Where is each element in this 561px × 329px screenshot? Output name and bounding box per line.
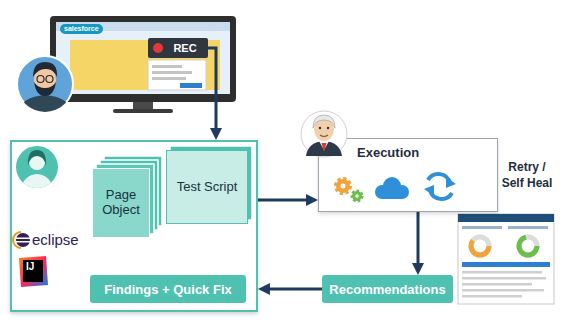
woman-avatar <box>16 146 58 190</box>
flow-arrow <box>258 199 313 202</box>
page-object-page-label: Page Object <box>97 188 145 218</box>
eclipse-logo-part <box>16 238 30 240</box>
man-avatar-part-part <box>17 95 73 114</box>
eclipse-logo <box>13 232 30 248</box>
intellij-logo-part <box>19 256 48 287</box>
man-avatar <box>17 56 73 114</box>
monitor-part <box>133 102 153 110</box>
report-thumbnail-part <box>508 226 548 229</box>
monitor-part <box>113 109 173 113</box>
recommendations-band: Recommendations <box>322 275 453 303</box>
monitor-part <box>56 22 230 94</box>
eclipse-logo-part <box>16 241 30 243</box>
report-thumbnail-part <box>462 262 550 267</box>
execution-icons-part <box>336 179 350 193</box>
jenkins-logo <box>300 110 348 158</box>
execution-title: Execution <box>357 145 419 160</box>
woman-avatar-part <box>21 150 53 190</box>
record-button: REC <box>148 38 208 58</box>
flow-arrow <box>208 48 216 135</box>
report-thumbnail-part <box>462 283 532 286</box>
findings-band-label: Findings + Quick Fix <box>104 282 232 297</box>
monitor-part <box>148 60 206 90</box>
report-thumbnail-part <box>519 237 537 255</box>
execution-icons-part <box>446 177 456 188</box>
test-script-page-label: Test Script <box>177 180 238 195</box>
jenkins-logo-part <box>320 135 328 137</box>
man-avatar-part-part <box>34 82 56 96</box>
report-thumbnail-part <box>462 226 502 229</box>
report-thumbnail-part <box>458 214 554 304</box>
report-thumbnail-part <box>519 237 537 255</box>
execution-icons-part <box>382 191 402 199</box>
jenkins-logo-part <box>319 127 321 129</box>
execution-icons-part <box>424 185 434 196</box>
report-thumbnail-part <box>462 277 546 280</box>
man-avatar-part-part <box>33 62 57 77</box>
execution-icons-part <box>341 184 346 189</box>
report-thumbnail-part <box>471 237 489 255</box>
eclipse-logo-part <box>16 233 30 247</box>
record-button-label: REC <box>173 42 196 54</box>
workspace-group: eclipseIJ Page Object Test ScriptFindings … <box>10 140 258 312</box>
flow-arrow <box>263 288 322 291</box>
report-thumbnail-part <box>471 237 489 255</box>
report-thumbnail-part <box>462 295 522 298</box>
man-avatar-part-part <box>46 76 53 83</box>
execution-icons <box>336 174 456 201</box>
execution-icons-part <box>352 191 362 201</box>
salesforce-logo-text: salesforce <box>60 24 103 34</box>
test-script-page: Test Script <box>166 150 248 224</box>
retry-note: Retry / Self Heal <box>497 160 557 191</box>
man-avatar-part <box>17 62 73 114</box>
jenkins-logo-part <box>322 143 327 152</box>
monitor-part <box>50 16 236 102</box>
monitor-part <box>152 71 192 74</box>
eclipse-logo-part <box>13 232 21 248</box>
report-thumbnail-part <box>462 271 542 274</box>
monitor-part <box>152 77 186 80</box>
jenkins-logo-part <box>313 115 335 128</box>
execution-box: Execution <box>318 138 498 212</box>
woman-avatar-part-part <box>21 174 53 190</box>
report-thumbnail <box>458 214 554 304</box>
page-object-page: Page Object <box>92 168 150 238</box>
jenkins-logo-part <box>306 141 342 156</box>
flow-arrow <box>417 212 420 270</box>
intellij-logo <box>19 256 48 287</box>
monitor <box>50 16 236 113</box>
execution-icons-part <box>355 194 359 198</box>
monitor-part <box>180 83 202 88</box>
man-avatar-part-part <box>37 76 44 83</box>
jenkins-logo-part <box>301 111 347 157</box>
findings-band: Findings + Quick Fix <box>90 275 246 303</box>
eclipse-logo-text: eclipse <box>32 231 79 248</box>
recommendations-band-label: Recommendations <box>329 282 445 297</box>
intellij-logo-text: IJ <box>23 260 43 282</box>
monitor-part <box>152 65 182 68</box>
report-thumbnail-part <box>462 289 544 292</box>
woman-avatar-part-part <box>28 150 46 166</box>
report-thumbnail-part <box>458 214 554 222</box>
jenkins-logo-part <box>327 127 329 129</box>
